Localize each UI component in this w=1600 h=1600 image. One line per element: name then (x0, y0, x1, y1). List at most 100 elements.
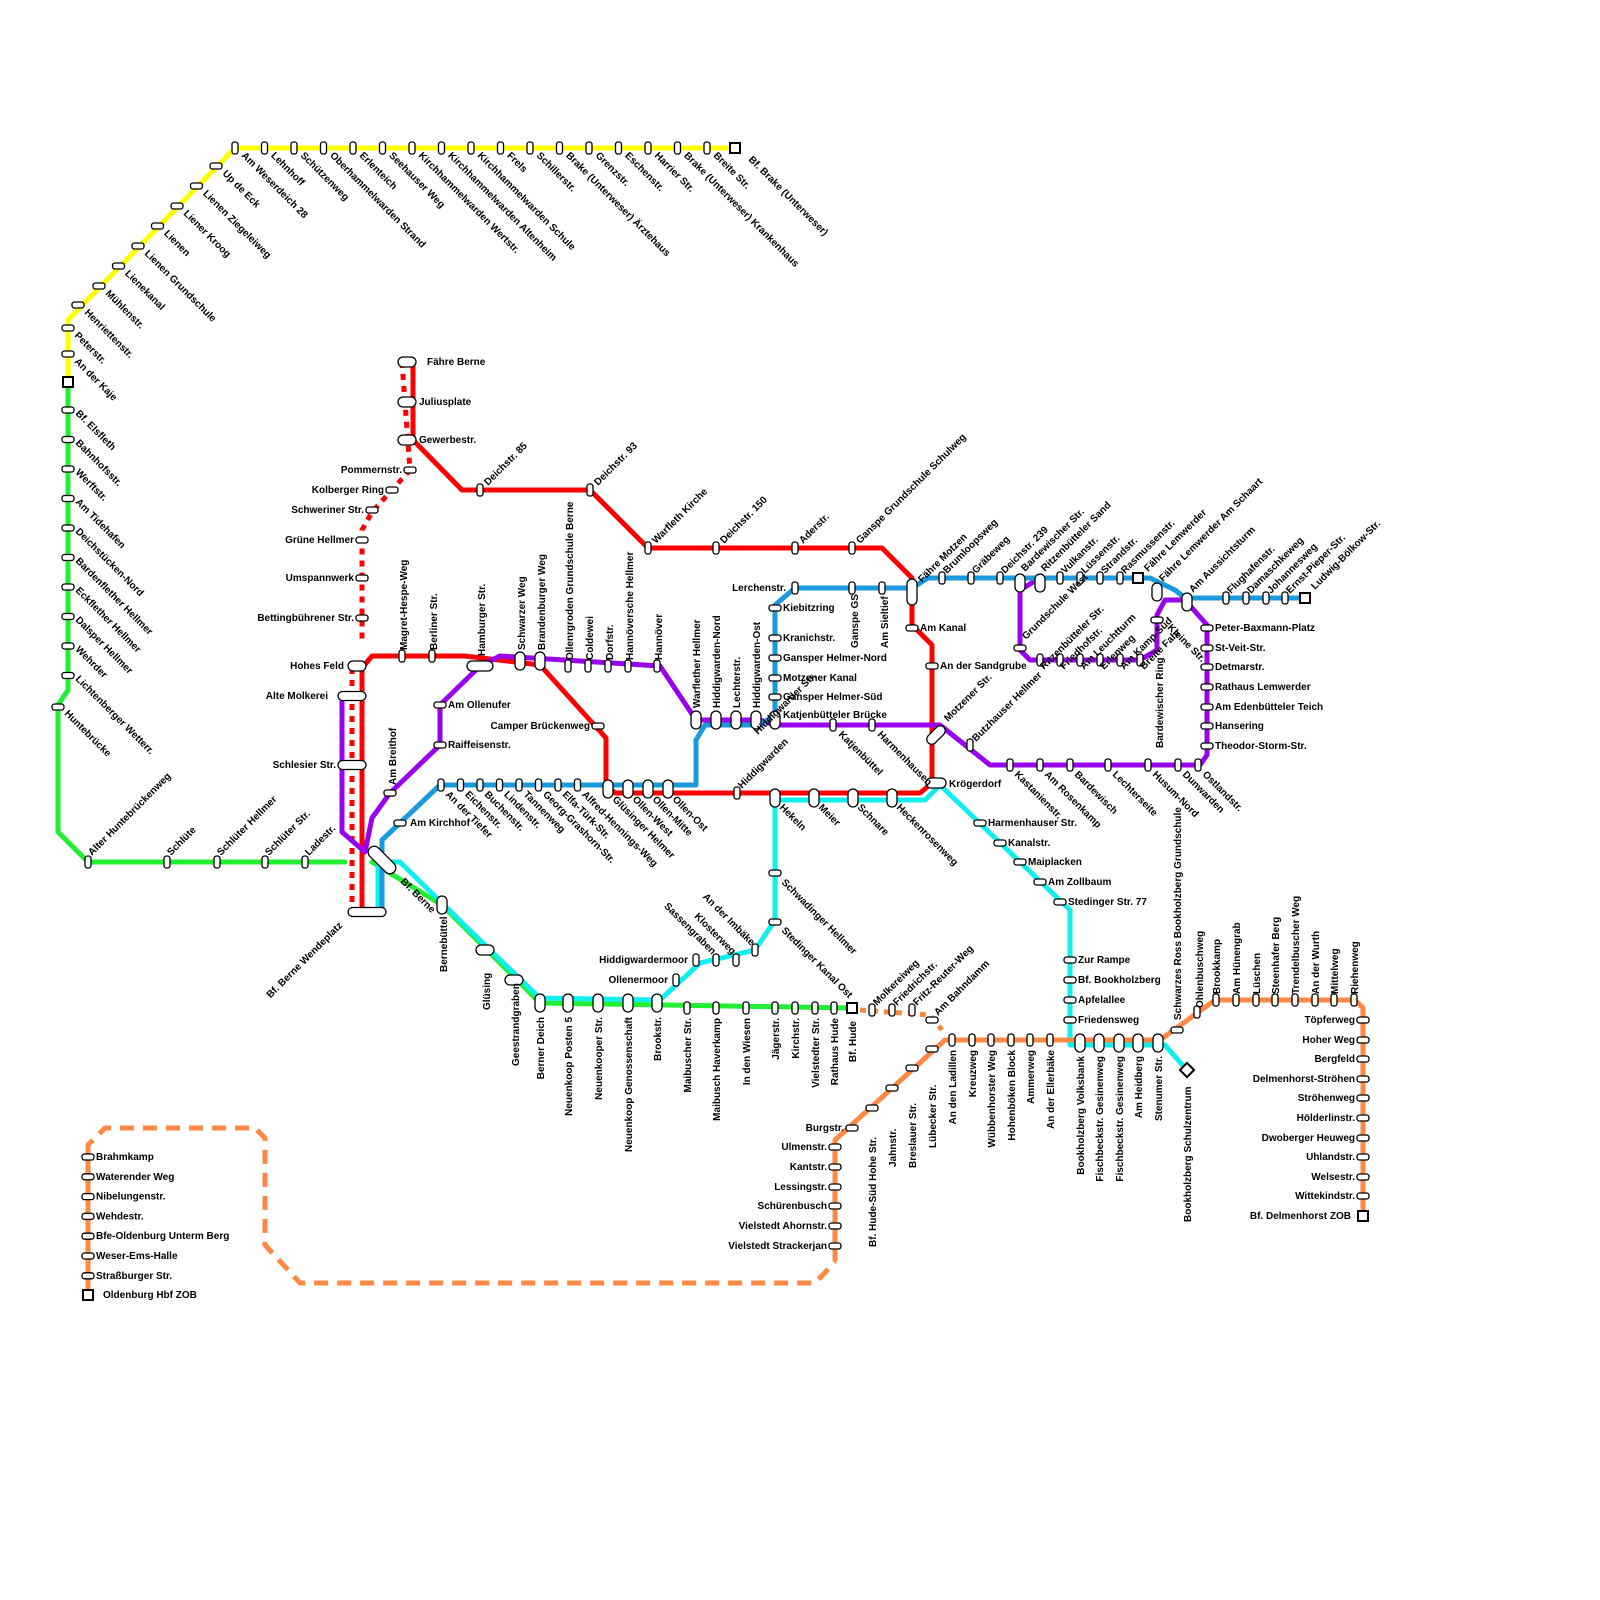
interchange-ollen-west[interactable] (622, 779, 634, 799)
station-marker-georg-grashorn-str[interactable] (534, 778, 543, 792)
station-marker-am-edenbütteler-teich[interactable] (1200, 703, 1214, 711)
station-marker-an-den-ladillen[interactable] (948, 1033, 956, 1047)
station-marker-am-leuchtturm[interactable] (1076, 653, 1084, 667)
station-marker-bergfeld[interactable] (1356, 1055, 1370, 1063)
station-marker-schützenweg[interactable] (290, 141, 298, 155)
station-marker-friedhofstr[interactable] (1056, 653, 1064, 667)
station-marker-lienekanal[interactable] (111, 262, 126, 270)
interchange-hiddigwarden-nord[interactable] (710, 710, 722, 730)
interchange-ritzenbütteler-sand[interactable] (1034, 573, 1046, 593)
interchange-neuenkoop-posten-5[interactable] (562, 993, 574, 1013)
station-marker-bfe-oldenburg-unterm-berg[interactable] (81, 1232, 95, 1240)
station-marker-maiplacken[interactable] (1013, 858, 1027, 866)
station-marker-lienen-ziegeleiweg[interactable] (189, 182, 204, 190)
station-marker-ulmenstr[interactable] (828, 1143, 842, 1151)
station-marker-straßburger-str[interactable] (81, 1272, 95, 1280)
interchange-hamburger-str[interactable] (466, 660, 494, 672)
station-marker-am-sieltief[interactable] (878, 581, 886, 595)
station-marker-wittekindstr[interactable] (1356, 1192, 1370, 1200)
station-marker-am-hünengrab[interactable] (1232, 993, 1240, 1007)
station-marker-motzener-kanal[interactable] (768, 674, 782, 682)
station-marker-an-der-imbäke[interactable] (751, 943, 759, 957)
station-marker-gansper-helmer-nord[interactable] (768, 654, 782, 662)
station-marker-husum-nord[interactable] (1144, 758, 1152, 772)
station-marker-detmarstr[interactable] (1200, 663, 1214, 671)
station-marker-huntebrücke[interactable] (51, 703, 65, 711)
terminus-ludwig-bölkow-str[interactable] (1299, 592, 1311, 604)
interchange-am-aussichtsturm[interactable] (1181, 592, 1193, 612)
interchange-meier[interactable] (808, 788, 820, 808)
station-marker-brake-unterweser-ärztehaus[interactable] (555, 141, 564, 155)
station-marker-kirchhammelwarden-altenheim[interactable] (437, 141, 446, 155)
interchange-hekeln[interactable] (769, 788, 781, 808)
station-marker-an-der-kaje[interactable] (61, 350, 75, 358)
station-marker-riehenweg[interactable] (1350, 993, 1358, 1007)
station-marker-lechterseite[interactable] (1104, 758, 1112, 772)
station-marker-am-weserdeich-28[interactable] (231, 141, 239, 155)
interchange-fähre-lemwerder-am-schaart[interactable] (1151, 582, 1163, 602)
station-marker-pommernstr[interactable] (403, 466, 417, 474)
interchange-brandenburger-weg[interactable] (534, 651, 546, 671)
station-marker-hölderlinstr[interactable] (1356, 1114, 1370, 1122)
station-marker-alfred-hennings-weg[interactable] (573, 778, 582, 792)
station-marker-harrier-str[interactable] (644, 141, 652, 155)
station-marker-am-kanal[interactable] (905, 624, 919, 632)
interchange-glüsing[interactable] (475, 944, 495, 956)
station-marker-schlüte[interactable] (163, 855, 171, 869)
station-marker-ollenrgroden-grundschule-berne[interactable] (564, 659, 572, 673)
station-marker-bf-hude-süd-hohe-str[interactable] (865, 1104, 879, 1112)
station-marker-stedinger-str-77[interactable] (1053, 898, 1067, 906)
station-marker-elfa-türk-str[interactable] (554, 778, 562, 792)
station-marker-breite-str[interactable] (703, 141, 711, 155)
station-marker-vielstedt-ahornstr[interactable] (828, 1222, 842, 1230)
station-marker-hannöver[interactable] (653, 659, 661, 673)
station-marker-deichstr-239[interactable] (996, 571, 1004, 585)
station-marker-rathaus-lemwerder[interactable] (1200, 683, 1214, 691)
station-marker-ernst-pieper-str[interactable] (1281, 591, 1289, 605)
station-marker-kastanienstr[interactable] (1006, 758, 1014, 772)
interchange-ollen-mitte[interactable] (642, 779, 654, 799)
station-marker-mühlenstr[interactable] (92, 282, 106, 290)
interchange-schlesier-str[interactable] (337, 759, 367, 771)
station-marker-lehnhoff[interactable] (260, 141, 269, 155)
station-marker-warfleth-kirche[interactable] (644, 541, 652, 555)
station-marker-raiffeisenstr[interactable] (433, 741, 447, 749)
terminus-oldenburg-hbf-zob[interactable] (82, 1289, 94, 1301)
station-marker-magret-hespe-weg[interactable] (398, 649, 406, 663)
station-marker-strandstr[interactable] (1096, 571, 1104, 585)
station-marker-schürenbusch[interactable] (828, 1202, 842, 1210)
station-marker-flughafenstr[interactable] (1222, 591, 1230, 605)
station-marker-maibusch-haverkamp[interactable] (712, 1001, 720, 1015)
station-marker-kranichstr[interactable] (768, 634, 782, 642)
station-marker-lienen[interactable] (150, 222, 165, 230)
interchange-bookholzberg-volksbank[interactable] (1074, 1033, 1086, 1053)
station-marker-schweriner-str[interactable] (365, 506, 379, 514)
station-marker-dwoberger-heuweg[interactable] (1356, 1134, 1370, 1142)
station-marker-dorfstr[interactable] (604, 659, 612, 673)
station-marker-st-veit-str[interactable] (1200, 644, 1214, 652)
interchange-juliusplate[interactable] (397, 396, 417, 408)
interchange-hohes-feld[interactable] (347, 660, 367, 672)
terminus-an-der-kaje-terminus[interactable] (62, 376, 74, 388)
station-marker-lübecker-str[interactable] (925, 1045, 939, 1053)
station-marker-lerchenstr[interactable] (791, 581, 799, 595)
station-marker-am-zollbaum[interactable] (1033, 878, 1047, 886)
station-marker-dunwarden[interactable] (1174, 758, 1182, 772)
station-marker-vielstedter-str[interactable] (811, 1001, 819, 1015)
interchange-heckenrosenweg[interactable] (886, 788, 898, 808)
station-marker-ohlenbuschweg[interactable] (1193, 1005, 1201, 1019)
station-marker-breite-fahr[interactable] (1136, 653, 1144, 667)
station-marker-schwarzes-ross-bookholzberg-grundschule[interactable] (1170, 1026, 1184, 1034)
station-marker-oberhammelwarden-strand[interactable] (319, 141, 328, 155)
station-marker-eichenstr[interactable] (456, 778, 465, 792)
station-marker-hansering[interactable] (1200, 722, 1214, 730)
station-marker-friedensweg[interactable] (1063, 1016, 1077, 1024)
station-marker-deichstr-93[interactable] (586, 483, 594, 497)
station-marker-schlüter-hellmer[interactable] (213, 855, 221, 869)
station-marker-töpferweg[interactable] (1356, 1016, 1370, 1024)
station-marker-an-der-ellerbäke[interactable] (1046, 1033, 1054, 1047)
station-marker-hiddigwardermoor[interactable] (692, 953, 700, 967)
interchange-glüsinger-helmer[interactable] (602, 779, 614, 799)
station-marker-maibuscher-str[interactable] (683, 1001, 691, 1015)
station-marker-wehrder[interactable] (61, 642, 75, 650)
